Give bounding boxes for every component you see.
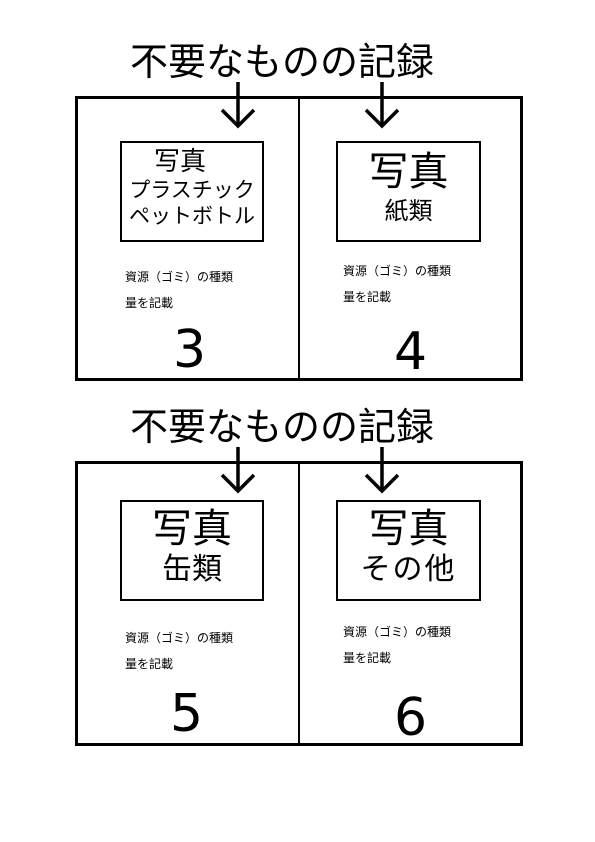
photo-placeholder: 写真 缶類: [120, 500, 264, 601]
panel-divider: [298, 99, 300, 378]
down-arrow-icon: [364, 82, 400, 129]
category-label: その他: [360, 552, 457, 587]
note-line: 量を記載: [343, 290, 392, 304]
record-frame: 写真 缶類 資源（ゴミ）の種類 量を記載 5 写真 その他 資源（ゴミ）の種類 …: [75, 461, 523, 746]
note-line: 量を記載: [125, 657, 174, 671]
section-title: 不要なものの記録: [130, 405, 435, 449]
down-arrow-icon: [364, 447, 400, 494]
section-title: 不要なものの記録: [130, 40, 435, 84]
note-line: 資源（ゴミ）の種類: [343, 625, 452, 639]
down-arrow-icon: [220, 447, 256, 494]
panel-number: 6: [394, 688, 428, 748]
photo-label: 写真: [368, 506, 449, 552]
panel-divider: [298, 464, 300, 743]
record-panel-4: 写真 紙類 資源（ゴミ）の種類 量を記載 4: [300, 99, 520, 378]
record-panel-6: 写真 その他 資源（ゴミ）の種類 量を記載 6: [300, 464, 520, 748]
category-label: プラスチック: [129, 178, 255, 202]
photo-placeholder: 写真 プラスチック ペットボトル: [120, 141, 264, 242]
note-text: 資源（ゴミ）の種類 量を記載: [343, 619, 451, 671]
note-text: 資源（ゴミ）の種類 量を記載: [125, 264, 233, 316]
photo-placeholder: 写真 その他: [336, 500, 481, 601]
record-panel-5: 写真 缶類 資源（ゴミ）の種類 量を記載 5: [78, 464, 298, 743]
note-line: 量を記載: [343, 651, 392, 665]
category-label: ペットボトル: [129, 204, 255, 228]
note-text: 資源（ゴミ）の種類 量を記載: [125, 625, 233, 677]
record-section-2: 不要なものの記録 写真 缶類 資源（ゴミ）の種類 量を記載 5 写真 その他: [0, 405, 595, 765]
note-line: 資源（ゴミ）の種類: [343, 264, 452, 278]
record-frame: 写真 プラスチック ペットボトル 資源（ゴミ）の種類 量を記載 3 写真 紙類 …: [75, 96, 523, 381]
note-text: 資源（ゴミ）の種類 量を記載: [343, 258, 451, 310]
photo-label: 写真: [152, 506, 232, 552]
photo-placeholder: 写真 紙類: [336, 141, 481, 242]
photo-label: 写真: [368, 149, 449, 195]
down-arrow-icon: [220, 82, 256, 129]
panel-number: 5: [170, 684, 204, 744]
record-panel-3: 写真 プラスチック ペットボトル 資源（ゴミ）の種類 量を記載 3: [78, 99, 298, 378]
record-section-1: 不要なものの記録 写真 プラスチック ペットボトル 資源（ゴミ）の種類 量を記載…: [0, 40, 595, 400]
note-line: 量を記載: [125, 296, 174, 310]
photo-label: 写真: [154, 147, 207, 177]
category-label: 紙類: [384, 197, 433, 225]
panel-number: 3: [173, 320, 207, 380]
note-line: 資源（ゴミ）の種類: [125, 631, 234, 645]
note-line: 資源（ゴミ）の種類: [125, 270, 234, 284]
category-label: 缶類: [162, 552, 222, 587]
panel-number: 4: [394, 322, 428, 382]
